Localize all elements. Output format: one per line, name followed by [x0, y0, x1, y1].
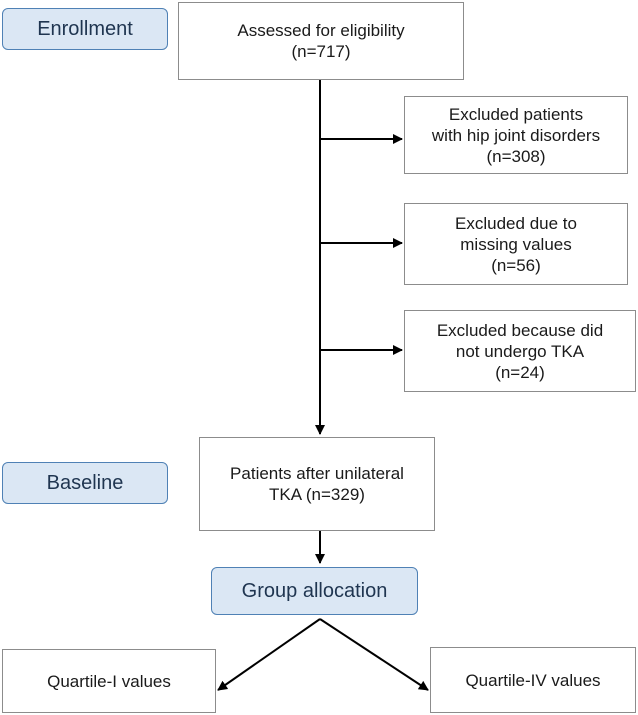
exclusion-2-line2: missing values: [460, 234, 572, 254]
group-box-quartile-4: Quartile-IV values: [430, 647, 636, 713]
stage-enrollment-text: Enrollment: [37, 17, 133, 40]
exclusion-3-line2: not undergo TKA: [455, 341, 585, 361]
assessed-box: Assessed for eligibility (n=717): [178, 2, 464, 80]
group-box-quartile-1: Quartile-I values: [2, 649, 216, 713]
baseline-count: TKA (n=329): [269, 485, 365, 504]
exclusion-2-line1: Excluded due to: [455, 213, 577, 233]
exclusion-box-no-tka: Excluded because did not undergo TKA (n=…: [404, 310, 636, 392]
quartile-4-label: Quartile-IV values: [465, 670, 601, 690]
exclusion-box-hip: Excluded patients with hip joint disorde…: [404, 96, 628, 174]
quartile-1-label: Quartile-I values: [47, 671, 171, 691]
assessed-count: (n=717): [291, 42, 351, 61]
assessed-label: Assessed for eligibility: [237, 21, 405, 40]
exclusion-3-line1: Excluded because did: [436, 320, 604, 340]
baseline-box: Patients after unilateral TKA (n=329): [199, 437, 435, 531]
stage-baseline-text: Baseline: [46, 471, 124, 494]
exclusion-box-missing: Excluded due to missing values (n=56): [404, 203, 628, 285]
stage-group-allocation-text: Group allocation: [241, 579, 388, 602]
exclusion-1-line1: Excluded patients: [448, 104, 584, 124]
stage-label-enrollment: Enrollment: [2, 8, 168, 50]
stage-label-baseline: Baseline: [2, 462, 168, 504]
split-arrow-right: [319, 618, 429, 691]
exclusion-1-line2: with hip joint disorders: [431, 125, 601, 145]
exclusion-2-count: (n=56): [491, 255, 541, 275]
exclusion-3-count: (n=24): [495, 362, 545, 382]
stage-label-group-allocation: Group allocation: [211, 567, 418, 615]
baseline-line1: Patients after unilateral: [230, 464, 404, 483]
exclusion-1-count: (n=308): [486, 146, 546, 166]
split-arrow-left: [217, 618, 321, 691]
